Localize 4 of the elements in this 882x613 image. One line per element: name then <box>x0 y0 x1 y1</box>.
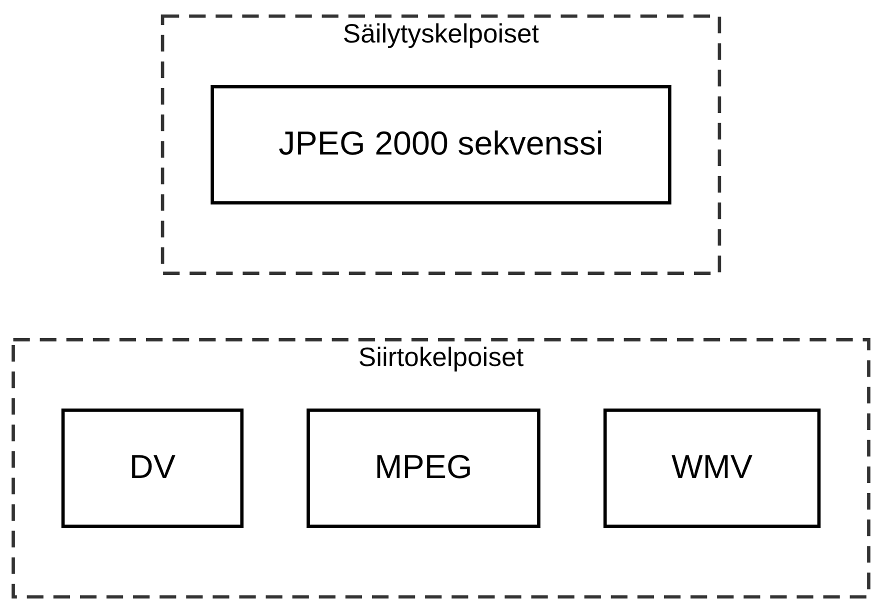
node-box: JPEG 2000 sekvenssi <box>210 85 672 204</box>
node-box: MPEG <box>306 408 540 528</box>
node-box: DV <box>61 408 244 528</box>
node-box: WMV <box>603 408 821 528</box>
